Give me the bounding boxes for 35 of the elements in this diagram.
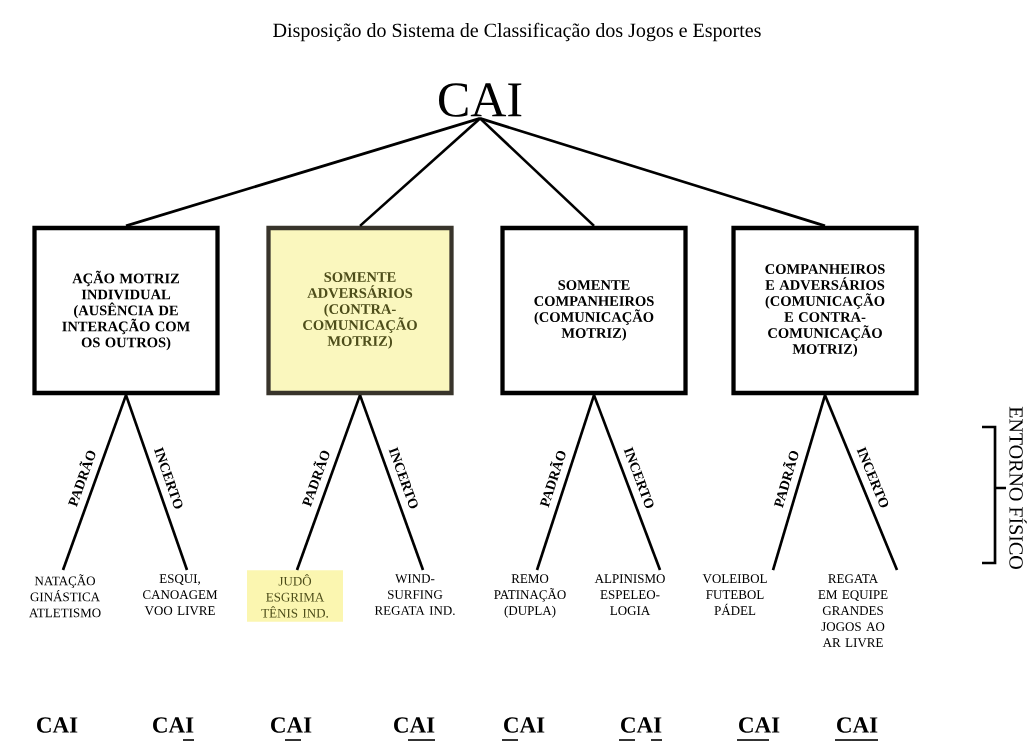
branch-line bbox=[61, 394, 128, 571]
example-list: ALPINISMO ESPELEO- LOGIA bbox=[594, 574, 665, 615]
category-box: COMPANHEIROS E ADVERSÁRIOS (COMUNICAÇÃO E CONTRA- COMUNICAÇÃO MOTRIZ) bbox=[731, 225, 919, 396]
side-label: ENTORNO FÍSICO bbox=[1009, 406, 1027, 569]
category-box: SOMENTE COMPANHEIROS (COMUNICAÇÃO MOTRIZ) bbox=[500, 225, 688, 396]
branch-line bbox=[359, 117, 481, 227]
branch-line bbox=[771, 394, 827, 571]
code-label: CAI bbox=[271, 717, 312, 741]
example-list: VOLEIBOL FUTEBOL PÁDEL bbox=[702, 574, 767, 615]
code-label: CAI bbox=[37, 717, 78, 733]
branch-line bbox=[479, 117, 826, 228]
category-box: AÇÃO MOTRIZ INDIVIDUAL (AUSÊNCIA DE INTERAÇÃO COM OS OUTROS) bbox=[32, 225, 220, 396]
branch-line bbox=[535, 394, 596, 571]
example-list: REMO PATINAÇÃO (DUPLA) bbox=[494, 574, 566, 618]
example-list: REGATA EM EQUIPE GRANDES JOGOS AO AR LIVRE bbox=[818, 574, 888, 648]
code-label: CAI bbox=[153, 717, 195, 741]
title: Disposição do Sistema de Classificação dos Jogos e Esportes bbox=[273, 22, 761, 42]
example-list: NATAÇÃO GINÁSTICA ATLETISMO bbox=[29, 574, 101, 618]
branch-line bbox=[592, 394, 662, 571]
code-label: CAI bbox=[394, 717, 436, 741]
example-list: WIND- SURFING REGATA IND. bbox=[374, 574, 455, 615]
code-label: CAI bbox=[501, 717, 545, 741]
code-label: CAI bbox=[834, 717, 879, 741]
branch-line bbox=[125, 117, 481, 228]
branch-line bbox=[358, 394, 425, 571]
root-label: CAI bbox=[439, 83, 522, 117]
branch-line bbox=[823, 394, 899, 571]
branch-line bbox=[479, 117, 595, 227]
example-list: ESQUI, CANOAGEM VOO LIVRE bbox=[143, 574, 218, 616]
code-label: CAI bbox=[736, 717, 780, 741]
code-label: CAI bbox=[618, 717, 663, 741]
example-list: JUDÔ ESGRIMA TÊNIS IND. bbox=[247, 570, 343, 622]
branch-line bbox=[295, 394, 362, 571]
branch-line bbox=[124, 394, 189, 571]
category-box: SOMENTE ADVERSÁRIOS (CONTRA- COMUNICAÇÃO MOTRIZ) bbox=[266, 225, 454, 396]
